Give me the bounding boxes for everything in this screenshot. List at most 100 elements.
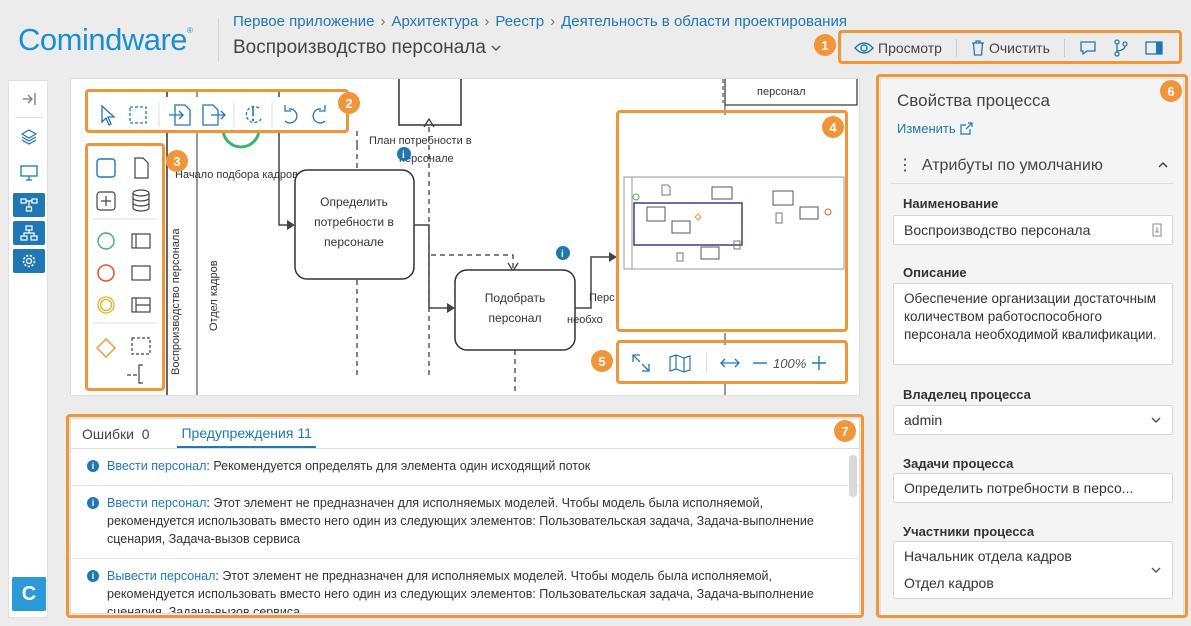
validation-panel: Ошибки 0 Предупреждения 11 i Ввести перс… xyxy=(70,418,860,614)
org-structure-button[interactable] xyxy=(13,221,45,245)
svg-text:Перс: Перс xyxy=(589,292,615,304)
desktop-button[interactable] xyxy=(13,161,45,185)
comindware-logo: Comindware® xyxy=(18,22,193,57)
external-link-icon xyxy=(960,122,973,135)
description-field[interactable]: Обеспечение организации достаточным коли… xyxy=(893,283,1173,365)
expand-rail-button[interactable] xyxy=(13,87,45,111)
issue-item: i Вывести персонал: Этот элемент не пред… xyxy=(71,559,859,613)
fit-width-icon[interactable] xyxy=(719,356,741,370)
tab-warnings[interactable]: Предупреждения 11 xyxy=(177,425,316,448)
artifact-label: персонале xyxy=(399,153,454,165)
process-diagram-button[interactable] xyxy=(13,193,45,217)
text-field-icon xyxy=(1152,223,1162,237)
issue-item: i Ввести персонал: Рекомендуется определ… xyxy=(71,449,859,486)
owner-select[interactable]: admin xyxy=(893,405,1173,435)
issue-element-link[interactable]: Ввести персонал xyxy=(107,496,207,510)
redo-icon[interactable] xyxy=(312,105,326,124)
subprocess-shape-icon[interactable] xyxy=(96,191,116,211)
breadcrumb-item[interactable]: Реестр xyxy=(495,13,545,30)
comment-icon xyxy=(1080,41,1096,56)
issue-element-link[interactable]: Ввести персонал xyxy=(107,459,207,473)
svg-text:Определить: Определить xyxy=(320,195,388,209)
issue-element-link[interactable]: Вывести персонал xyxy=(107,569,216,583)
owner-label: Владелец процесса xyxy=(903,387,1031,402)
preview-button[interactable]: Просмотр xyxy=(846,40,950,56)
pointer-icon[interactable] xyxy=(101,104,116,126)
tab-errors[interactable]: Ошибки 0 xyxy=(82,426,150,442)
participants-select[interactable]: Начальник отдела кадров Отдел кадров xyxy=(893,541,1173,599)
breadcrumb-item[interactable]: Архитектура xyxy=(391,13,479,30)
callout-frame xyxy=(66,414,864,618)
gateway-shape-icon[interactable] xyxy=(96,338,116,358)
end-event-shape-icon[interactable] xyxy=(97,264,115,282)
eye-icon xyxy=(854,42,874,54)
info-icon: i xyxy=(87,570,99,582)
pool-shape-icon[interactable] xyxy=(131,233,151,249)
callout-frame xyxy=(616,340,848,384)
callout-badge: 6 xyxy=(1160,80,1182,102)
import-icon[interactable] xyxy=(169,104,191,126)
settings-button[interactable] xyxy=(13,249,45,273)
database-shape-icon[interactable] xyxy=(132,189,150,212)
info-icon: i xyxy=(87,460,99,472)
tasks-field[interactable]: Определить потребности в персо... xyxy=(893,473,1173,503)
minimap[interactable] xyxy=(622,115,846,333)
zoom-in-icon[interactable] xyxy=(810,354,828,372)
minimap-viewport[interactable] xyxy=(633,202,743,246)
header-divider xyxy=(218,18,219,62)
zoom-out-icon[interactable] xyxy=(751,356,769,370)
monitor-icon xyxy=(20,165,38,181)
svg-text:Подобрать: Подобрать xyxy=(485,291,545,305)
chevron-up-icon xyxy=(1158,161,1168,168)
info-marker-icon[interactable] xyxy=(556,246,570,260)
properties-title: Свойства процесса xyxy=(897,91,1050,110)
name-label: Наименование xyxy=(903,196,999,211)
intermediate-event-shape-icon[interactable] xyxy=(97,296,115,314)
app-switcher-button[interactable]: C xyxy=(12,577,46,611)
default-attributes-section[interactable]: ⋮ Атрибуты по умолчанию xyxy=(897,155,1169,175)
page-title[interactable]: Воспроизводство персонала xyxy=(233,37,502,59)
trash-icon xyxy=(971,40,984,56)
versions-button[interactable] xyxy=(1105,39,1137,57)
lane-shape-icon[interactable] xyxy=(131,297,151,313)
callout-frame xyxy=(85,89,349,133)
expand-icon xyxy=(23,93,36,105)
task-select-staff[interactable] xyxy=(454,269,576,351)
layers-button[interactable] xyxy=(13,125,45,149)
map-icon[interactable] xyxy=(668,353,692,373)
diagram-icon xyxy=(20,198,38,212)
issues-scrollbar[interactable] xyxy=(849,455,857,497)
pool-label: Воспроизводство персонала xyxy=(170,228,182,375)
artifact-label: План потребности в xyxy=(369,135,472,147)
top-toolbar: Просмотр Очистить xyxy=(846,34,1171,62)
task-shape-icon[interactable] xyxy=(96,158,116,178)
document-shape-icon[interactable] xyxy=(134,157,149,179)
fullscreen-icon[interactable] xyxy=(630,352,652,374)
panel-toggle-button[interactable] xyxy=(1137,40,1171,56)
edit-link[interactable]: Изменить xyxy=(897,121,973,136)
layers-icon xyxy=(20,129,38,145)
hierarchy-icon xyxy=(20,225,38,241)
breadcrumb-item[interactable]: Деятельность в области проектирования xyxy=(561,13,847,30)
edit-toolbar xyxy=(89,97,339,133)
annotation-shape-icon[interactable] xyxy=(127,364,143,384)
callout-frame xyxy=(876,74,1188,618)
callout-badge: 4 xyxy=(822,116,844,138)
participant-item: Начальник отдела кадров xyxy=(904,548,1072,564)
lasso-icon[interactable] xyxy=(129,106,147,124)
breadcrumb-item[interactable]: Первое приложение xyxy=(233,13,375,30)
validate-icon[interactable] xyxy=(245,105,262,124)
breadcrumb: Первое приложение› Архитектура› Реестр› … xyxy=(233,13,847,30)
undo-icon[interactable] xyxy=(284,105,298,124)
name-field[interactable]: Воспроизводство персонала xyxy=(893,215,1173,245)
svg-text:i: i xyxy=(561,249,564,260)
info-marker-icon[interactable] xyxy=(397,147,411,161)
frame-shape-icon[interactable] xyxy=(131,265,151,281)
comments-button[interactable] xyxy=(1071,40,1105,56)
start-event-shape-icon[interactable] xyxy=(97,232,115,250)
clear-button[interactable]: Очистить xyxy=(963,40,1058,56)
export-icon[interactable] xyxy=(202,104,226,126)
group-shape-icon[interactable] xyxy=(131,337,151,355)
zoom-bar: 100% xyxy=(622,345,846,381)
svg-text:персонал: персонал xyxy=(757,86,806,98)
